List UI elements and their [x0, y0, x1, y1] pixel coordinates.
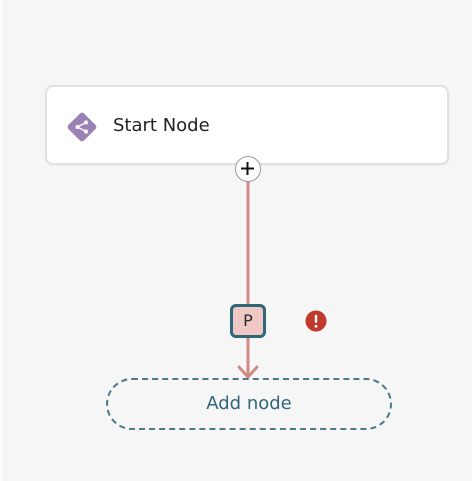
arrow-head-icon [237, 365, 259, 379]
exclamation-icon[interactable] [305, 310, 327, 332]
plus-icon [241, 162, 254, 175]
path-badge[interactable]: P [230, 304, 266, 338]
share-diamond-icon [64, 109, 100, 145]
start-node-label: Start Node [113, 115, 210, 136]
add-node-button[interactable]: Add node [106, 378, 392, 430]
start-node-card[interactable]: Start Node [45, 85, 449, 165]
add-step-button[interactable] [235, 156, 261, 182]
